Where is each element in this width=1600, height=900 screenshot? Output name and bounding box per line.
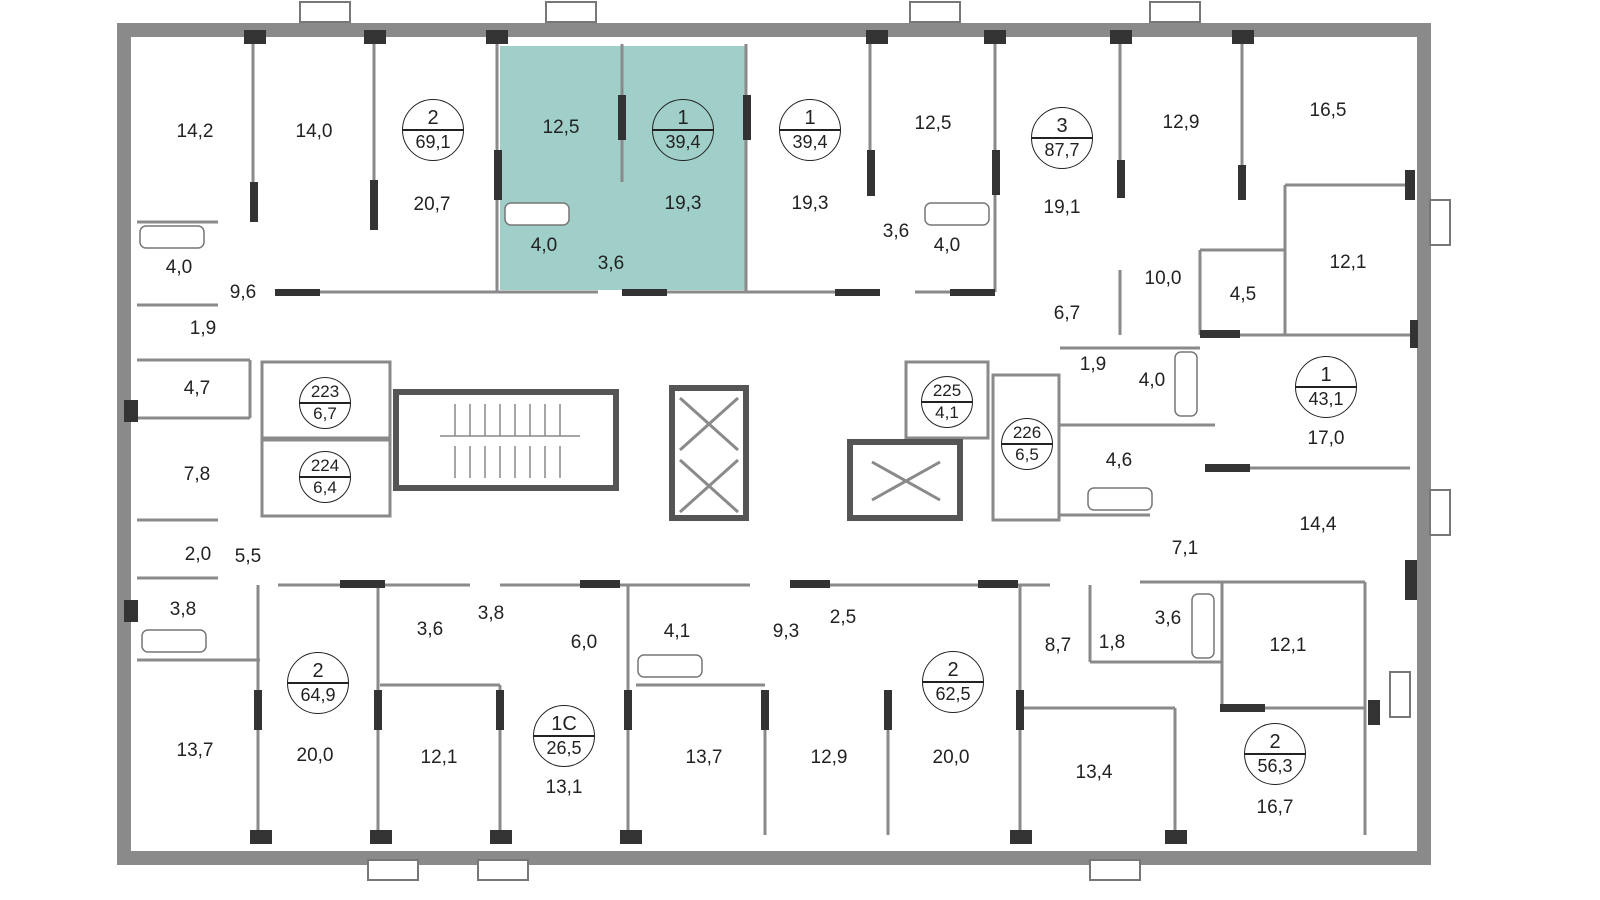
apartment-badge[interactable]: 1 39,4: [779, 99, 841, 161]
room-area-label: 20,0: [932, 747, 970, 768]
apartment-area: 69,1: [415, 131, 451, 152]
room-area-label: 4,0: [1138, 370, 1166, 391]
room-area-label: 13,4: [1075, 762, 1113, 783]
apartment-rooms: 1: [1320, 364, 1332, 387]
apartment-rooms: 1: [677, 107, 689, 130]
room-area-label: 14,2: [176, 121, 214, 142]
room-area-label: 19,3: [664, 193, 702, 214]
room-area-label: 13,7: [685, 747, 723, 768]
storage-room-badge[interactable]: 226 6,5: [1001, 418, 1053, 470]
room-area-label: 13,7: [176, 740, 214, 761]
room-area-label: 6,7: [1053, 303, 1081, 324]
room-area-label: 12,5: [542, 117, 580, 138]
room-area-label: 13,1: [545, 777, 583, 798]
room-area-label: 1,9: [189, 318, 217, 339]
apartment-badge-selected[interactable]: 1 39,4: [652, 99, 714, 161]
room-area-label: 16,7: [1256, 797, 1294, 818]
room-area-label: 4,5: [1229, 284, 1257, 305]
apartment-area: 56,3: [1257, 755, 1293, 776]
room-area-label: 8,7: [1044, 635, 1072, 656]
apartment-area: 64,9: [300, 684, 336, 705]
apartment-badge[interactable]: 2 56,3: [1244, 723, 1306, 785]
room-area-label: 1,9: [1079, 354, 1107, 375]
room-area-label: 3,6: [597, 253, 625, 274]
apartment-rooms: 2: [427, 107, 439, 130]
room-area-label: 4,7: [183, 378, 211, 399]
apartment-area: 62,5: [935, 683, 971, 704]
room-area-label: 3,6: [882, 221, 910, 242]
room-area-label: 4,1: [663, 621, 691, 642]
apartment-badge[interactable]: 2 69,1: [402, 99, 464, 161]
room-area-label: 12,1: [1329, 252, 1367, 273]
room-area-label: 20,7: [413, 194, 451, 215]
room-area-label: 10,0: [1144, 268, 1182, 289]
room-area-label: 7,1: [1171, 538, 1199, 559]
apartment-area: 26,5: [546, 737, 582, 758]
room-area-label: 12,1: [420, 747, 458, 768]
room-area-label: 7,8: [183, 464, 211, 485]
room-area-label: 12,9: [810, 747, 848, 768]
storage-room-badge[interactable]: 225 4,1: [921, 376, 973, 428]
room-area-label: 4,6: [1105, 450, 1133, 471]
apartment-badge[interactable]: 1 43,1: [1295, 356, 1357, 418]
room-area-label: 2,0: [184, 544, 212, 565]
room-area-label: 2,5: [829, 607, 857, 628]
room-area-label: 12,9: [1162, 112, 1200, 133]
room-area-label: 4,0: [933, 235, 961, 256]
apartment-area: 39,4: [792, 131, 828, 152]
room-area-label: 6,0: [570, 632, 598, 653]
apartment-rooms: 3: [1056, 115, 1068, 138]
outer-wall: [117, 23, 1431, 865]
room-area-label: 4,0: [165, 257, 193, 278]
storage-room-badge[interactable]: 224 6,4: [299, 451, 351, 503]
apartment-rooms: 1С: [551, 713, 577, 736]
apartment-area: 39,4: [665, 131, 701, 152]
apartment-badge[interactable]: 1С 26,5: [533, 705, 595, 767]
room-area-label: 16,5: [1309, 100, 1347, 121]
apartment-rooms: 2: [1269, 731, 1281, 754]
room-area-label: 3,6: [416, 619, 444, 640]
room-area-label: 9,3: [772, 621, 800, 642]
room-area-label: 12,5: [914, 113, 952, 134]
apartment-rooms: 1: [804, 107, 816, 130]
room-area-label: 5,5: [234, 546, 262, 567]
room-area-label: 20,0: [296, 745, 334, 766]
apartment-badge[interactable]: 2 64,9: [287, 652, 349, 714]
apartment-rooms: 2: [312, 660, 324, 683]
room-area-label: 1,8: [1098, 632, 1126, 653]
room-area-label: 3,6: [1154, 608, 1182, 629]
apartment-badge[interactable]: 3 87,7: [1031, 107, 1093, 169]
room-area-label: 19,1: [1043, 197, 1081, 218]
storage-room-badge[interactable]: 223 6,7: [299, 377, 351, 429]
room-area-label: 3,8: [477, 603, 505, 624]
apartment-area: 87,7: [1044, 139, 1080, 160]
room-area-label: 14,0: [295, 121, 333, 142]
apartment-area: 43,1: [1308, 388, 1344, 409]
room-area-label: 12,1: [1269, 635, 1307, 656]
room-area-label: 9,6: [229, 282, 257, 303]
apartment-badge[interactable]: 2 62,5: [922, 651, 984, 713]
room-area-label: 19,3: [791, 193, 829, 214]
room-area-label: 14,4: [1299, 514, 1337, 535]
room-area-label: 17,0: [1307, 428, 1345, 449]
apartment-rooms: 2: [947, 659, 959, 682]
room-area-label: 4,0: [530, 235, 558, 256]
room-area-label: 3,8: [169, 599, 197, 620]
